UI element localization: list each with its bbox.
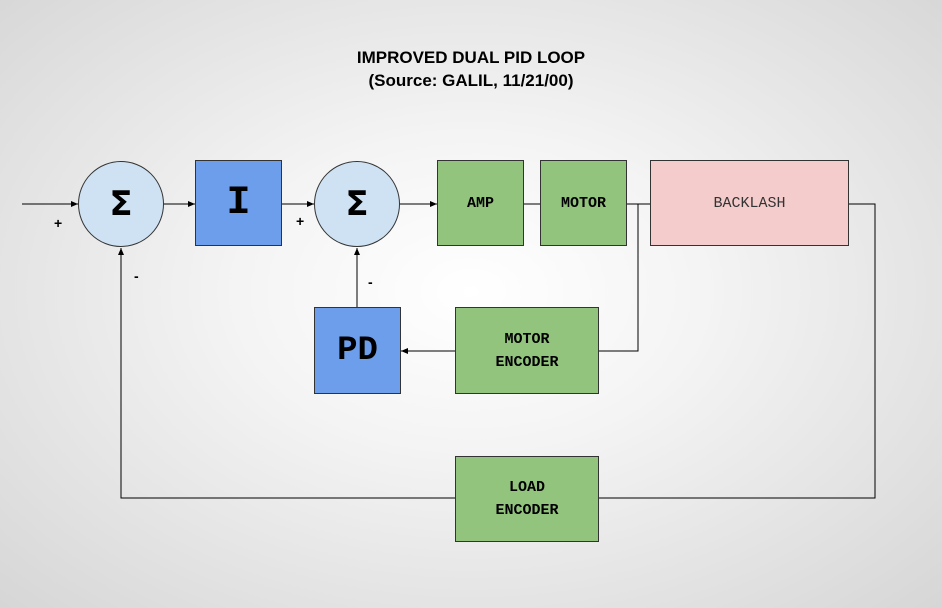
pd-block: PD [314, 307, 401, 394]
integrator-block: I [195, 160, 282, 246]
diagram-subtitle: (Source: GALIL, 11/21/00) [368, 71, 574, 90]
load-encoder-label-line-1: LOAD [508, 479, 545, 496]
sum1-minus-sign: - [134, 268, 139, 284]
summing-junction-1: Σ [78, 161, 164, 247]
amp-block: AMP [437, 160, 524, 246]
backlash-to-load-encoder-path [599, 203, 876, 499]
sum2-minus-sign: - [368, 274, 373, 290]
sum2-plus-sign: + [296, 213, 305, 229]
load-encoder-block: LOAD ENCODER [455, 456, 599, 542]
motor-encoder-feedback-path [599, 204, 639, 352]
summing-junction-2: Σ [314, 161, 400, 247]
diagram-title: IMPROVED DUAL PID LOOP [356, 48, 586, 67]
backlash-block: BACKLASH [650, 160, 849, 246]
motor-block: MOTOR [540, 160, 627, 246]
motor-encoder-block: MOTOR ENCODER [455, 307, 599, 394]
load-encoder-label-line-2: ENCODER [495, 502, 559, 519]
sum1-plus-sign: + [54, 215, 63, 231]
load-encoder-to-sum1-arrow [118, 248, 455, 499]
motor-encoder-label-line-2: ENCODER [495, 353, 559, 371]
motor-encoder-label-line-1: MOTOR [504, 330, 550, 348]
